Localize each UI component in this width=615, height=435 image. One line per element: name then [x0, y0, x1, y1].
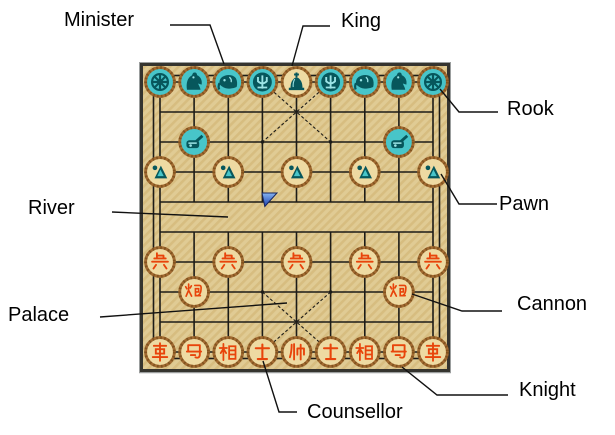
piece-black-cannon[interactable] — [178, 126, 210, 158]
piece-black-pawn[interactable] — [280, 156, 313, 188]
label-river: River — [28, 197, 75, 219]
piece-black-pawn[interactable] — [144, 156, 176, 188]
piece-black-rook[interactable] — [144, 66, 176, 98]
piece-black-knight[interactable] — [178, 66, 210, 98]
piece-red-knight[interactable] — [383, 336, 415, 368]
piece-red-pawn[interactable] — [144, 246, 176, 278]
piece-black-minister[interactable] — [212, 66, 245, 98]
piece-red-rook[interactable] — [144, 336, 176, 368]
piece-red-minister[interactable] — [212, 336, 245, 368]
piece-black-cannon[interactable] — [383, 126, 415, 158]
label-cannon: Cannon — [517, 293, 588, 315]
piece-black-king[interactable] — [280, 66, 313, 98]
piece-red-minister[interactable] — [348, 336, 381, 368]
piece-red-counsellor[interactable] — [314, 336, 347, 368]
piece-red-pawn[interactable] — [348, 246, 381, 278]
label-rook: Rook — [507, 98, 554, 120]
label-pawn: Pawn — [499, 193, 550, 215]
piece-red-counsellor[interactable] — [246, 336, 279, 368]
piece-black-pawn[interactable] — [417, 156, 449, 188]
king-pointer-line — [291, 25, 330, 67]
label-counsellor: Counsellor — [307, 401, 403, 423]
piece-red-king[interactable] — [280, 336, 313, 368]
palace-corner-dots — [260, 140, 333, 294]
piece-red-cannon[interactable] — [178, 276, 210, 308]
minister-pointer-line — [170, 24, 225, 65]
piece-red-pawn[interactable] — [280, 246, 313, 278]
pieces-layer — [144, 66, 449, 368]
piece-black-counsellor[interactable] — [246, 66, 279, 98]
piece-black-counsellor[interactable] — [314, 66, 347, 98]
xiangqi-board[interactable] — [139, 62, 451, 374]
piece-black-rook[interactable] — [417, 66, 449, 98]
label-knight: Knight — [519, 379, 576, 401]
piece-red-knight[interactable] — [178, 336, 210, 368]
piece-red-pawn[interactable] — [417, 246, 449, 278]
piece-red-pawn[interactable] — [212, 246, 245, 278]
piece-red-rook[interactable] — [417, 336, 449, 368]
label-king: King — [341, 10, 382, 32]
piece-black-minister[interactable] — [348, 66, 381, 98]
label-minister: Minister — [64, 9, 135, 31]
label-palace: Palace — [8, 304, 70, 326]
piece-black-knight[interactable] — [383, 66, 415, 98]
piece-black-pawn[interactable] — [348, 156, 381, 188]
piece-red-cannon[interactable] — [383, 276, 415, 308]
blue-flag-icon — [261, 192, 279, 208]
piece-black-pawn[interactable] — [212, 156, 245, 188]
